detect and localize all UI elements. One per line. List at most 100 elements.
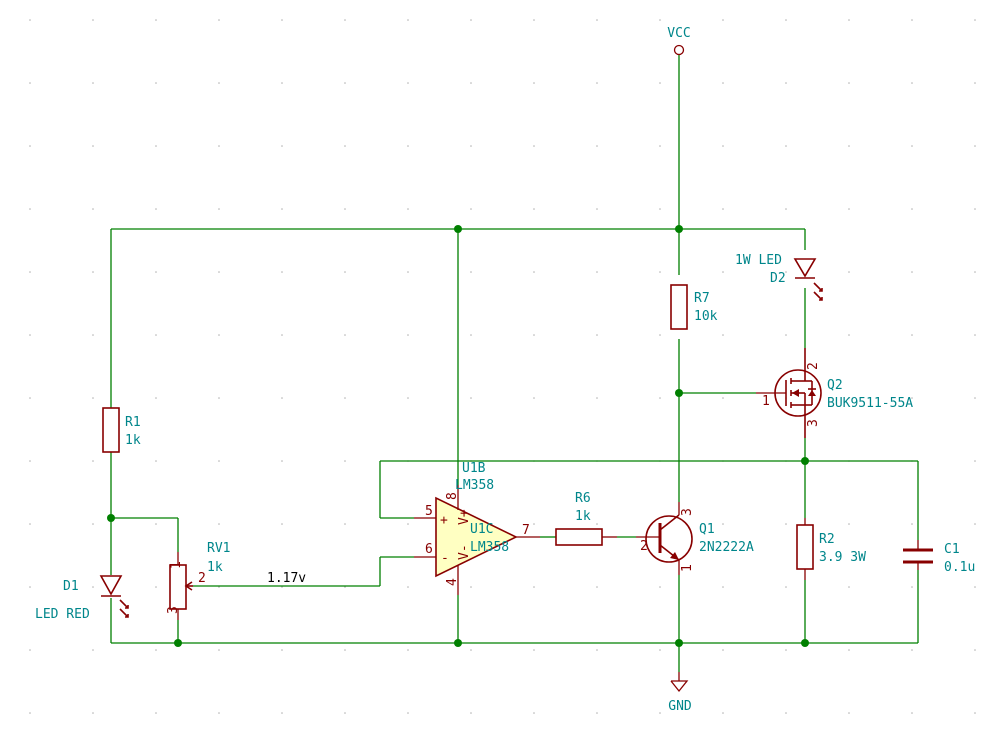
led-d1[interactable]: D1 LED RED xyxy=(35,575,129,622)
opamp-pin4: 4 xyxy=(445,578,460,586)
resistor-r1[interactable]: R1 1k xyxy=(102,407,141,453)
grid-dot xyxy=(722,523,724,525)
q1-ref: Q1 xyxy=(699,522,715,537)
grid-dot xyxy=(281,19,283,21)
gnd-symbol[interactable]: GND xyxy=(668,672,692,714)
grid-dot xyxy=(785,712,787,714)
led-d2[interactable]: 1W LED D2 xyxy=(735,253,823,301)
grid-dot xyxy=(155,82,157,84)
grid-dot xyxy=(470,334,472,336)
capacitor-c1[interactable]: C1 0.1u xyxy=(903,540,975,575)
led-ray xyxy=(813,291,823,301)
grid-dot xyxy=(659,397,661,399)
r7-value: 10k xyxy=(694,309,718,324)
grid-dot xyxy=(596,19,598,21)
led-ray xyxy=(119,599,129,609)
grid-dot xyxy=(785,208,787,210)
grid-dot xyxy=(470,649,472,651)
r2-value: 3.9 3W xyxy=(819,550,866,565)
grid-dot xyxy=(722,208,724,210)
resistor-body xyxy=(555,528,603,546)
grid-dot xyxy=(533,586,535,588)
grid-dot xyxy=(470,397,472,399)
opamp-pin8: 8 xyxy=(445,492,460,500)
pot-wiper-arrow xyxy=(184,581,193,591)
grid-dot xyxy=(470,712,472,714)
vcc-symbol[interactable]: VCC xyxy=(667,26,691,56)
grid-dot xyxy=(218,145,220,147)
grid-dot xyxy=(596,334,598,336)
u1b-ref: U1B xyxy=(462,461,486,476)
grid-dot xyxy=(974,586,976,588)
grid-dot xyxy=(29,208,31,210)
potentiometer-rv1[interactable]: 1 2 3 RV1 1k xyxy=(166,541,230,620)
grid-dot xyxy=(344,19,346,21)
net-label-1v17: 1.17v xyxy=(267,571,306,586)
transistor-q1[interactable]: 3 2 1 Q1 2N2222A xyxy=(636,502,754,575)
grid-dot xyxy=(911,712,913,714)
led-triangle xyxy=(99,575,123,596)
grid-dot xyxy=(344,334,346,336)
grid-dot xyxy=(596,145,598,147)
grid-dot xyxy=(470,208,472,210)
grid-dot xyxy=(848,208,850,210)
grid-dot xyxy=(848,82,850,84)
q2-pin2: 2 xyxy=(806,362,821,370)
grid-dot xyxy=(281,82,283,84)
grid-dot xyxy=(344,397,346,399)
grid-dot xyxy=(974,712,976,714)
grid-dot xyxy=(470,271,472,273)
grid-dot xyxy=(29,649,31,651)
grid-dot xyxy=(281,397,283,399)
grid-dot xyxy=(407,397,409,399)
grid-dot xyxy=(218,649,220,651)
grid-dot xyxy=(92,523,94,525)
grid-dot xyxy=(533,712,535,714)
junction xyxy=(801,639,809,647)
resistor-r7[interactable]: R7 10k xyxy=(670,284,718,330)
opamp-u1[interactable]: + - V+ V- 5 6 7 8 4 U1B LM358 U1C LM358 xyxy=(414,461,540,595)
grid-dot xyxy=(470,82,472,84)
junction xyxy=(107,514,115,522)
opamp-pin6: 6 xyxy=(425,542,433,557)
grid-dot xyxy=(155,586,157,588)
opamp-sym-plus: + xyxy=(440,513,448,528)
resistor-r6[interactable]: R6 1k xyxy=(555,491,617,546)
d2-value: 1W LED xyxy=(735,253,782,268)
resistor-r2[interactable]: R2 3.9 3W xyxy=(796,518,866,580)
grid-dot xyxy=(911,334,913,336)
grid-dot xyxy=(659,19,661,21)
q1-pin3: 3 xyxy=(680,508,695,516)
pot-body xyxy=(169,564,187,610)
grid-dot xyxy=(785,145,787,147)
vcc-label: VCC xyxy=(667,26,690,41)
r7-ref: R7 xyxy=(694,291,710,306)
grid-dot xyxy=(722,82,724,84)
rv1-pin2: 2 xyxy=(198,571,206,586)
grid-dot xyxy=(29,334,31,336)
grid-dot xyxy=(281,208,283,210)
grid-dot xyxy=(596,712,598,714)
grid-dot xyxy=(218,397,220,399)
led-ray-head xyxy=(125,614,129,618)
grid-dot xyxy=(155,334,157,336)
grid-dot xyxy=(722,145,724,147)
grid-dot xyxy=(722,712,724,714)
grid-dot xyxy=(407,208,409,210)
q2-pin1: 1 xyxy=(762,394,770,409)
grid-dot xyxy=(155,271,157,273)
d2-ref: D2 xyxy=(770,271,786,286)
grid-dot xyxy=(974,397,976,399)
junction xyxy=(675,639,683,647)
mosfet-q2[interactable]: 2 1 3 Q2 BUK9511-55A xyxy=(756,348,913,438)
grid-dot xyxy=(29,460,31,462)
junction xyxy=(454,639,462,647)
grid-dot xyxy=(281,334,283,336)
led-ray xyxy=(813,282,823,292)
c1-ref: C1 xyxy=(944,542,960,557)
grid-dot xyxy=(533,208,535,210)
grid-dot xyxy=(974,271,976,273)
resistor-body xyxy=(670,284,688,330)
